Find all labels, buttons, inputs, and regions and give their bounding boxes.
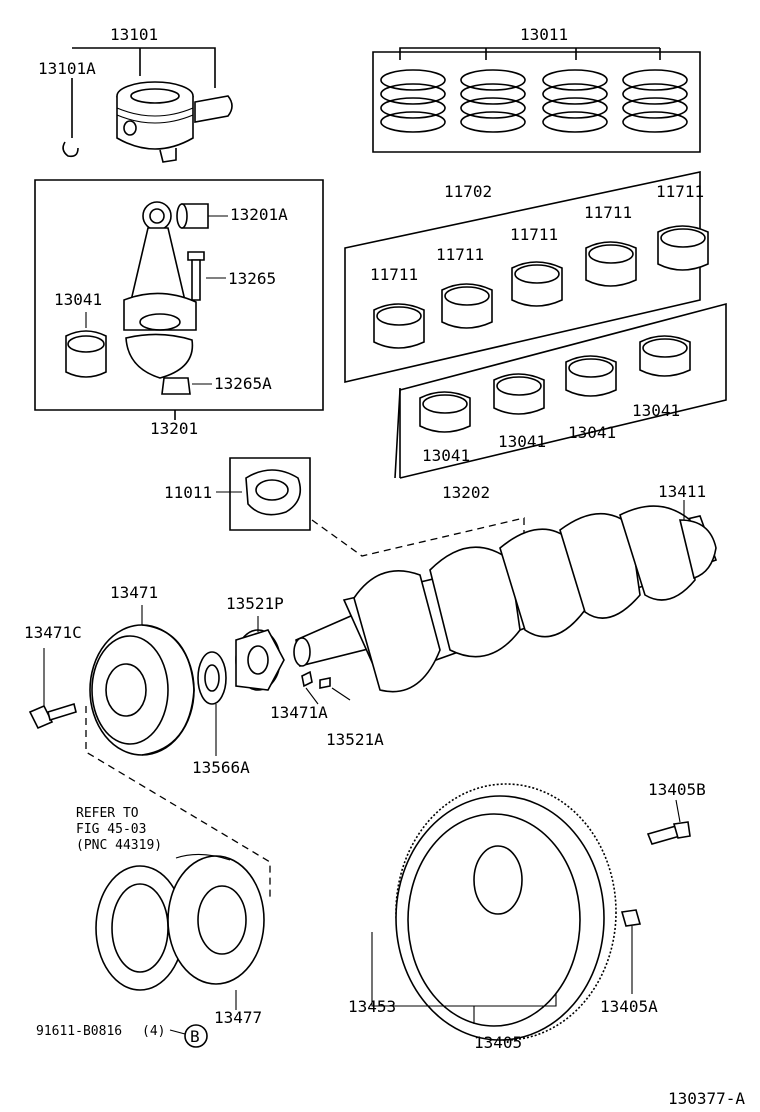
connecting-rod-box: [34, 179, 324, 420]
ref-marker-letter: B: [190, 1027, 200, 1046]
dashed-reference-leader: [85, 706, 271, 900]
damper-pulley-drawing: [95, 853, 265, 1010]
label-connecting-rod-bushing: 13201A: [230, 205, 288, 224]
ref-marker-drawing: [169, 1024, 208, 1048]
label-piston-ring-set: 13011: [520, 25, 568, 44]
piston-drawing: [72, 47, 233, 163]
label-timing-gear: 13521P: [226, 594, 284, 613]
label-gear-key: 13521A: [326, 730, 384, 749]
refer-note-line1: REFER TO: [76, 806, 139, 821]
label-connecting-rod-bolt: 13265: [228, 269, 276, 288]
label-crank-bearing-lower-1: 13041: [632, 401, 680, 420]
crank-pulley-drawing: [89, 605, 195, 756]
label-bearing-upper-3: 11711: [510, 225, 558, 244]
label-flywheel-pin: 13405A: [600, 997, 658, 1016]
flywheel-drawing: [371, 783, 617, 1041]
label-flywheel-assy: 13405: [474, 1033, 522, 1052]
label-piston: 13101: [110, 25, 158, 44]
flywheel-bolt-drawing: [646, 799, 691, 845]
label-crank-pulley-bolt: 13471C: [24, 623, 82, 642]
figure-code: 130377-A: [668, 1089, 745, 1108]
label-crank-bearing-lower-2: 13041: [568, 423, 616, 442]
flywheel-pin-drawing: [620, 909, 642, 994]
piston-clip-drawing: [62, 78, 79, 158]
label-connecting-rod-assy: 13201: [150, 419, 198, 438]
label-connecting-rod-bearing: 13041: [54, 290, 102, 309]
keys-drawing: [301, 670, 351, 705]
washer-drawing: [197, 651, 227, 756]
label-piston-ring-clip: 13101A: [38, 59, 96, 78]
label-bearing-upper-5: 11711: [370, 265, 418, 284]
label-crank-bearing-lower-set: 13202: [442, 483, 490, 502]
label-bearing-upper-1: 11711: [656, 182, 704, 201]
timing-gear-drawing: [235, 616, 285, 691]
label-crank-bearing-lower-3: 13041: [498, 432, 546, 451]
crankshaft-drawing: [293, 500, 718, 693]
label-pulley-bolt: 91611-B0816: [36, 1024, 122, 1039]
label-damper-pulley: 13477: [214, 1008, 262, 1027]
label-bearing-upper-4: 11711: [436, 245, 484, 264]
label-flywheel-bolt: 13405B: [648, 780, 706, 799]
crank-bearing-set-drawing: [344, 171, 727, 479]
label-crankshaft: 13411: [658, 482, 706, 501]
refer-note-line3: (PNC 44319): [76, 838, 162, 853]
label-crank-pulley: 13471: [110, 583, 158, 602]
piston-ring-set-drawing: [372, 47, 701, 153]
label-flywheel-sub: 13453: [348, 997, 396, 1016]
label-crank-bearing-set: 11702: [444, 182, 492, 201]
refer-note-line2: FIG 45-03: [76, 822, 146, 837]
label-bearing-upper-2: 11711: [584, 203, 632, 222]
label-pulley-bolt-qty: (4): [142, 1024, 165, 1039]
label-thrust-washer: 11011: [164, 483, 212, 502]
pulley-bolt-drawing: [28, 648, 77, 730]
label-crank-bearing-lower-4: 13041: [422, 446, 470, 465]
label-washer: 13566A: [192, 758, 250, 777]
label-connecting-rod-nut: 13265A: [214, 374, 272, 393]
thrust-washer-drawing: [216, 457, 525, 560]
label-pulley-key: 13471A: [270, 703, 328, 722]
